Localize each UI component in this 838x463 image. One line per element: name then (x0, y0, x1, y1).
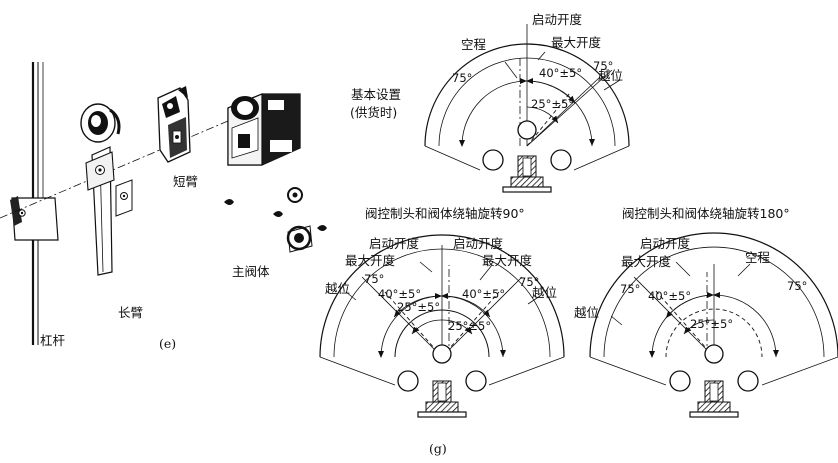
right-title: 阀控制头和阀体绕轴旋转180° (622, 206, 790, 221)
mid-angle-40-right: 40°±5° (462, 287, 505, 301)
left-panel-illustration: 杠杆 长臂 短臂 主阀体 (e) (0, 62, 327, 351)
label-short-arm: 短臂 (173, 174, 198, 189)
mid-angle-40-left: 40°±5° (378, 287, 421, 301)
mid-angle-25-left: 25°±5° (397, 300, 440, 314)
long-arm-part (85, 146, 133, 276)
mid-over-travel-left: 越位 (325, 281, 350, 296)
figure-letter-g: (g) (429, 441, 447, 456)
small-clips (224, 187, 327, 253)
diagram-basic-setting: 启动开度 最大开度 空程 越位 75° 75° 40°±5° 25°±5° 基本… (350, 12, 630, 193)
mid-start-opening-right: 启动开度 (453, 236, 504, 251)
top-max-opening: 最大开度 (551, 35, 602, 50)
mid-angle-75-right: 75° (519, 275, 539, 289)
right-max-opening: 最大开度 (621, 254, 672, 269)
mid-start-opening-left: 启动开度 (369, 236, 420, 251)
figure-letter-e: (e) (159, 336, 176, 351)
round-nut (80, 103, 121, 143)
right-angle-25: 25°±5° (690, 317, 733, 331)
valve-body-block (227, 93, 301, 166)
mid-angle-75-left: 75° (364, 272, 384, 286)
right-over-travel: 越位 (574, 305, 599, 320)
top-over-travel: 越位 (598, 68, 623, 83)
top-angle-75-right: 75° (593, 59, 613, 73)
top-start-opening: 启动开度 (532, 12, 583, 27)
mid-max-opening-right: 最大开度 (482, 253, 533, 268)
diagram-rotate-180: 阀控制头和阀体绕轴旋转180° 启动开度 最大开度 空程 越位 75° 75° … (574, 206, 838, 418)
label-long-arm: 长臂 (118, 305, 143, 320)
side-label-line1: 基本设置 (351, 87, 401, 102)
side-label-line2: (供货时) (350, 105, 397, 120)
label-lever: 杠杆 (40, 333, 66, 348)
right-idle-travel: 空程 (745, 250, 771, 265)
diagram-rotate-90: 阀控制头和阀体绕轴旋转90° 启动开度 启动开度 最大开度 最大开度 越位 (319, 206, 565, 418)
short-arm-part (157, 86, 191, 163)
top-angle-75-left: 75° (452, 71, 472, 85)
right-start-opening: 启动开度 (640, 236, 691, 251)
right-angle-75-right: 75° (787, 279, 807, 293)
top-angle-25: 25°±5° (531, 97, 574, 111)
mid-max-opening-left: 最大开度 (345, 253, 396, 268)
mid-angle-25-right: 25°±5° (448, 319, 491, 333)
lever-bracket (10, 196, 59, 241)
right-angle-75-left: 75° (620, 282, 640, 296)
mid-title: 阀控制头和阀体绕轴旋转90° (365, 206, 525, 221)
label-main-valve-body: 主阀体 (232, 264, 270, 279)
top-idle-travel: 空程 (461, 37, 487, 52)
right-angle-40: 40°±5° (648, 289, 691, 303)
mid-over-travel-right: 越位 (532, 285, 557, 300)
top-angle-40: 40°±5° (539, 66, 582, 80)
